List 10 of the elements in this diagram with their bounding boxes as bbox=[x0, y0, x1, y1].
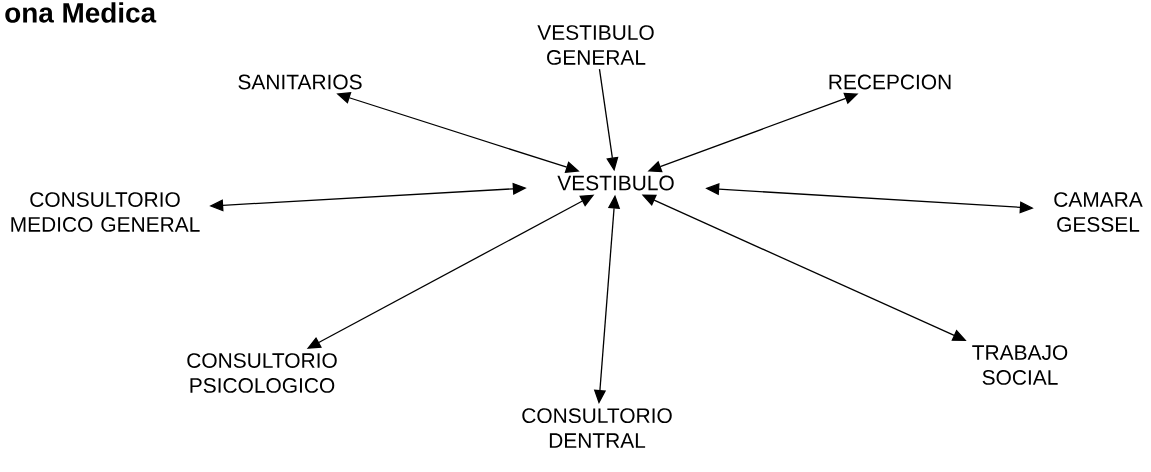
room-label: CONSULTORIO DENTRAL bbox=[522, 408, 672, 448]
room-label: VESTIBULO GENERAL bbox=[537, 25, 654, 65]
room-label: CONSULTORIO MEDICO GENERAL bbox=[11, 192, 200, 232]
title: ona Medica bbox=[5, 2, 157, 23]
room-label: SANITARIOS bbox=[238, 74, 362, 90]
room-label: CAMARA GESSEL bbox=[1054, 192, 1143, 232]
room-label: VESTIBULO bbox=[557, 175, 674, 191]
room-label: CONSULTORIO PSICOLOGICO bbox=[187, 353, 337, 393]
room-label: RECEPCION bbox=[829, 74, 951, 90]
room-label: TRABAJO SOCIAL bbox=[972, 345, 1068, 385]
